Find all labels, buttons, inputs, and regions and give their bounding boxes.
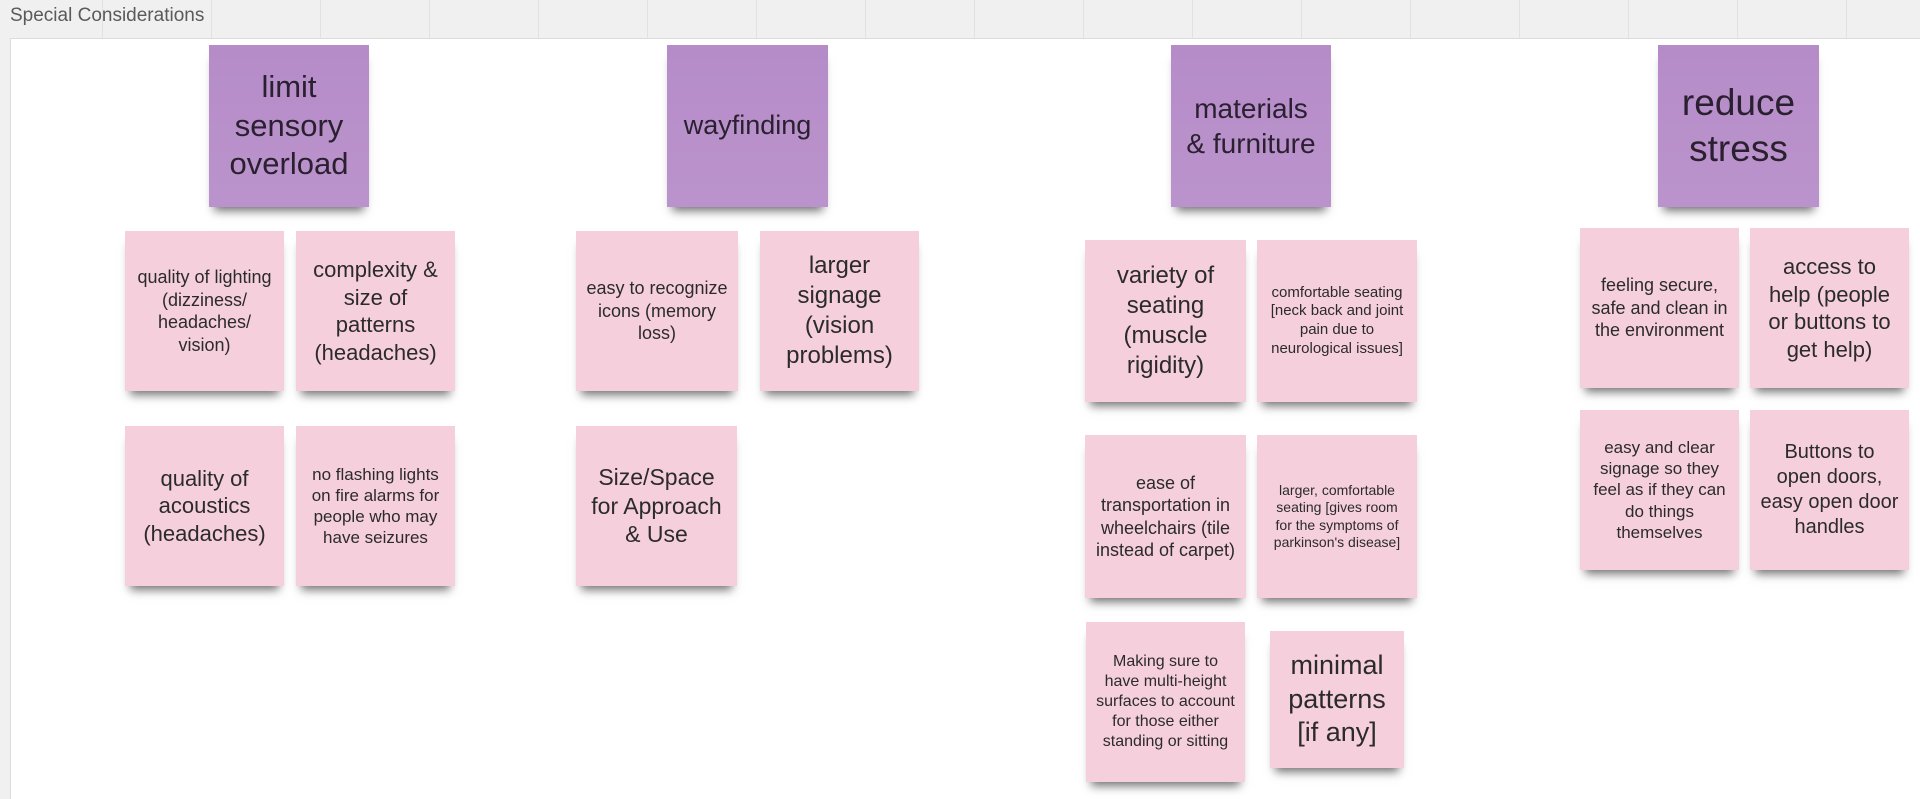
header-note-limit-sensory-overload[interactable]: limit sensory overload — [209, 45, 369, 207]
sticky-note-text: Buttons to open doors, easy open door ha… — [1760, 441, 1899, 538]
sticky-note[interactable]: access to help (people or buttons to get… — [1750, 228, 1909, 388]
sticky-note-text: ease of transportation in wheelchairs (t… — [1095, 472, 1236, 561]
sticky-note-text: Making sure to have multi-height surface… — [1096, 653, 1235, 750]
sticky-note[interactable]: complexity & size of patterns (headaches… — [296, 231, 455, 391]
sticky-note[interactable]: feeling secure, safe and clean in the en… — [1580, 228, 1739, 388]
sticky-note[interactable]: Buttons to open doors, easy open door ha… — [1750, 410, 1909, 570]
canvas-grid — [0, 0, 1920, 38]
header-note-text: wayfinding — [683, 110, 812, 141]
sticky-note[interactable]: quality of acoustics (headaches) — [125, 426, 284, 586]
header-note-reduce-stress[interactable]: reduce stress — [1658, 45, 1819, 207]
sticky-note-text: easy and clear signage so they feel as i… — [1593, 437, 1726, 542]
header-note-wayfinding[interactable]: wayfinding — [667, 45, 828, 207]
sticky-note-text: minimal patterns [if any] — [1288, 649, 1386, 748]
sticky-note[interactable]: larger signage (vision problems) — [760, 231, 919, 391]
sticky-note[interactable]: variety of seating (muscle rigidity) — [1085, 240, 1246, 402]
sticky-note-text: larger, comfortable seating [gives room … — [1273, 481, 1401, 551]
sticky-note[interactable]: easy and clear signage so they feel as i… — [1580, 410, 1739, 570]
sticky-note-text: easy to recognize icons (memory loss) — [586, 278, 728, 344]
sticky-note-text: larger signage (vision problems) — [786, 252, 893, 369]
sticky-note-text: comfortable seating [neck back and joint… — [1270, 283, 1404, 357]
header-note-materials-furniture[interactable]: materials & furniture — [1171, 45, 1331, 207]
header-note-text: materials & furniture — [1186, 93, 1316, 159]
frame-title[interactable]: Special Considerations — [10, 5, 205, 26]
sticky-note-text: Size/Space for Approach & Use — [591, 463, 722, 548]
sticky-note-text: variety of seating (muscle rigidity) — [1116, 262, 1215, 379]
sticky-note[interactable]: comfortable seating [neck back and joint… — [1257, 240, 1417, 402]
sticky-note[interactable]: easy to recognize icons (memory loss) — [576, 231, 738, 391]
sticky-note[interactable]: quality of lighting (dizziness/ headache… — [125, 231, 284, 391]
sticky-note[interactable]: no flashing lights on fire alarms for pe… — [296, 426, 455, 586]
header-note-text: limit sensory overload — [229, 68, 349, 182]
header-note-text: reduce stress — [1681, 81, 1796, 169]
sticky-note-text: feeling secure, safe and clean in the en… — [1591, 275, 1728, 341]
sticky-note-text: complexity & size of patterns (headaches… — [313, 257, 438, 365]
sticky-note[interactable]: Size/Space for Approach & Use — [576, 426, 737, 586]
sticky-note-text: no flashing lights on fire alarms for pe… — [311, 464, 440, 548]
sticky-note-text: quality of acoustics (headaches) — [143, 465, 266, 546]
sticky-note[interactable]: larger, comfortable seating [gives room … — [1257, 435, 1417, 598]
sticky-note-text: access to help (people or buttons to get… — [1768, 254, 1891, 362]
sticky-note[interactable]: ease of transportation in wheelchairs (t… — [1085, 435, 1246, 598]
sticky-note[interactable]: Making sure to have multi-height surface… — [1086, 622, 1245, 782]
sticky-note-text: quality of lighting (dizziness/ headache… — [137, 267, 272, 355]
sticky-note[interactable]: minimal patterns [if any] — [1270, 631, 1404, 768]
